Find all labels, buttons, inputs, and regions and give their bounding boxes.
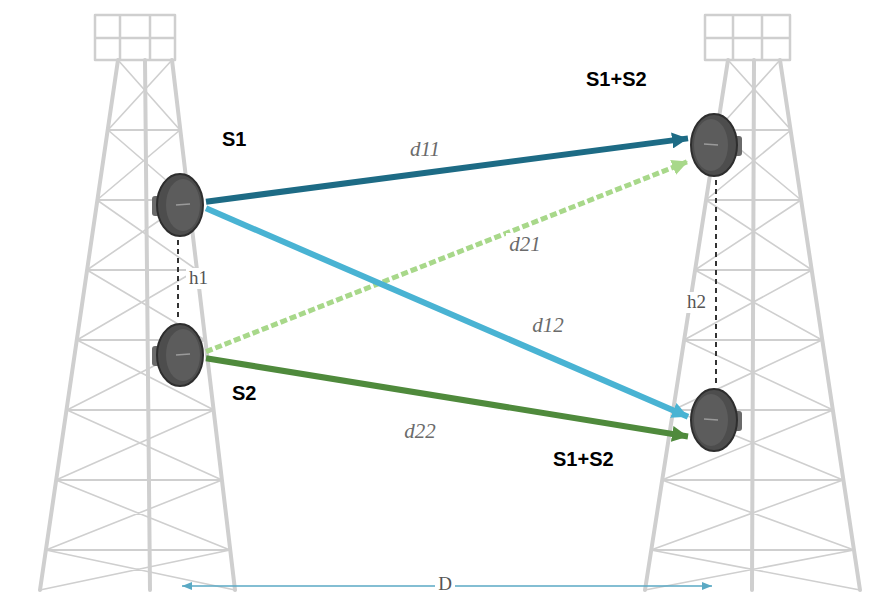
path-length-label: d11 xyxy=(407,138,443,161)
signal-path xyxy=(206,208,688,416)
antenna-dish: S1+S2 xyxy=(688,387,744,453)
distance-label: D xyxy=(435,574,455,595)
right-tower xyxy=(645,15,860,590)
signal-label: S1 xyxy=(222,128,246,150)
dish-rim xyxy=(691,114,737,176)
antenna-dish: S1+S2 xyxy=(688,112,744,178)
signal-path xyxy=(206,358,688,436)
dish-logo xyxy=(176,354,190,355)
signal-label: S2 xyxy=(232,382,256,404)
signal-path xyxy=(206,162,688,352)
dish-shape xyxy=(688,112,744,178)
height-label: h1 xyxy=(186,268,211,289)
signal-label: S1+S2 xyxy=(586,68,647,90)
tower-brace xyxy=(40,60,235,590)
height-label: h2 xyxy=(684,292,709,313)
signal-path xyxy=(206,138,688,201)
dish-logo xyxy=(704,419,718,420)
dish-logo xyxy=(176,204,190,205)
left-tower xyxy=(40,15,235,590)
antenna-dish: S1 xyxy=(150,172,206,238)
tower-brace xyxy=(651,60,854,550)
dish-face xyxy=(694,119,728,171)
dish-rim xyxy=(157,324,203,386)
antenna-dish: S2 xyxy=(150,322,206,388)
height-line xyxy=(715,180,717,385)
dish-shape xyxy=(688,387,744,453)
tower-top-frame xyxy=(705,15,790,60)
dish-shape xyxy=(150,322,206,388)
path-length-label: d21 xyxy=(506,233,544,256)
tower-leg xyxy=(40,60,235,590)
dish-face xyxy=(694,394,728,446)
path-length-label: d12 xyxy=(529,314,567,337)
dish-rim xyxy=(691,389,737,451)
path-length-label: d22 xyxy=(401,420,439,443)
dish-face xyxy=(166,329,200,381)
height-line xyxy=(177,240,179,320)
dish-logo xyxy=(704,144,718,145)
dish-rim xyxy=(157,174,203,236)
tower-top-frame xyxy=(95,15,175,60)
dish-shape xyxy=(150,172,206,238)
dish-face xyxy=(166,179,200,231)
signal-label: S1+S2 xyxy=(553,448,614,470)
